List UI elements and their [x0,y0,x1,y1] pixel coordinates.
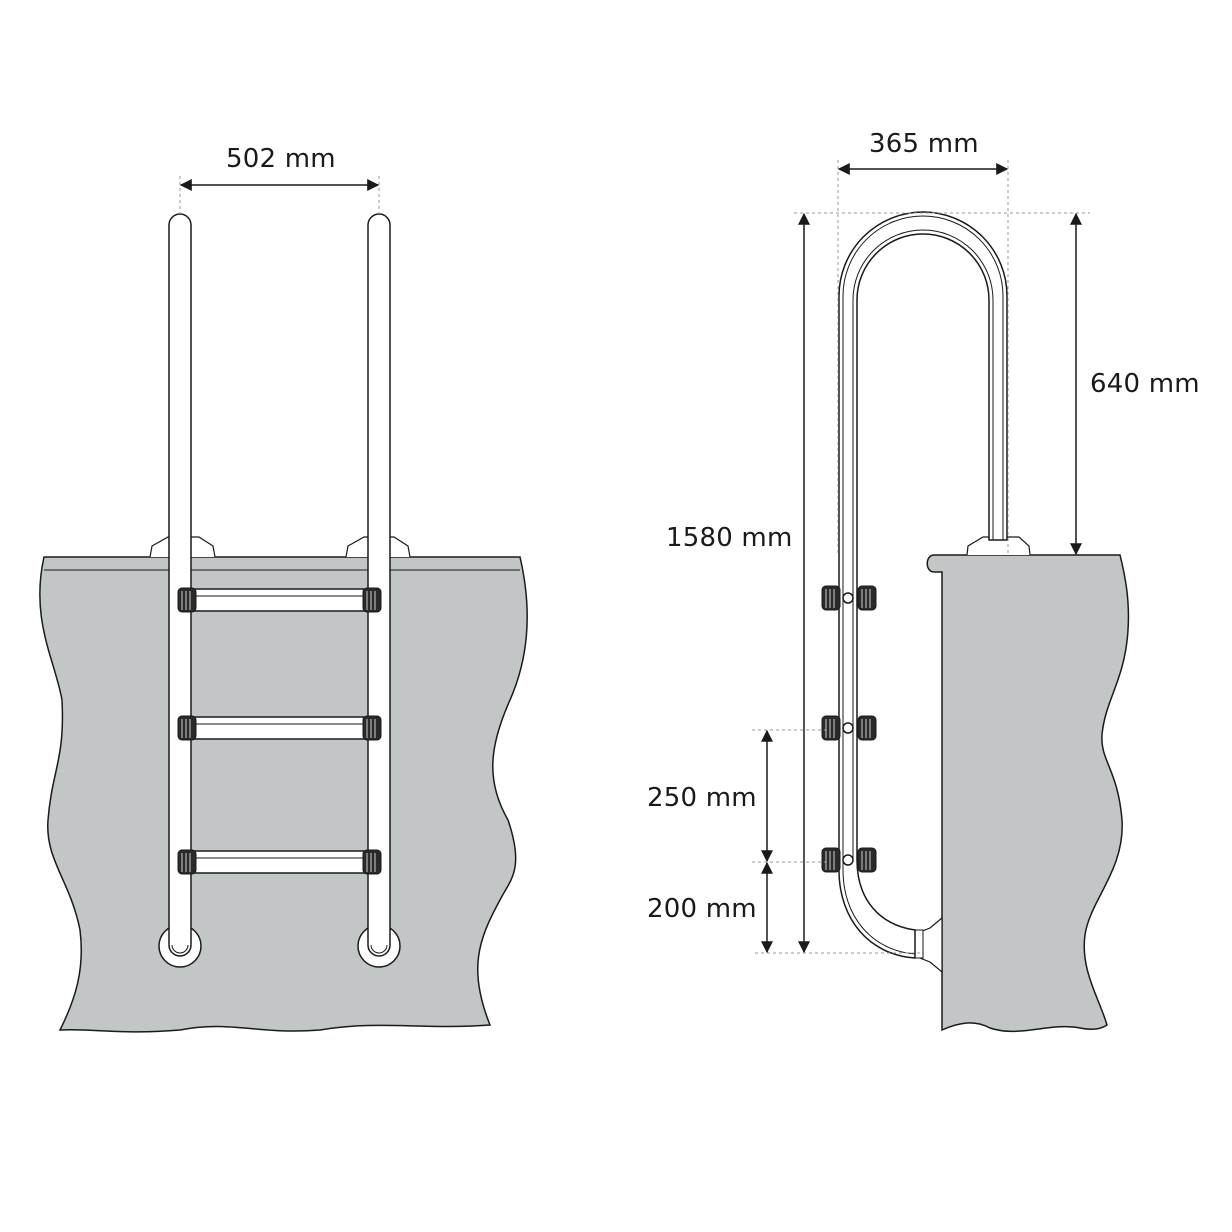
side-bottom-clearance-label: 200 mm [647,894,757,924]
front-right-rail [367,213,391,957]
side-pool-wall [926,554,1130,1033]
side-total-height-label: 1580 mm [666,523,793,553]
front-step-2 [177,715,382,741]
side-step-3 [821,847,877,873]
front-left-rail [168,213,192,957]
side-step-2 [821,715,877,741]
front-view [39,176,528,1033]
side-handrail [838,211,1008,959]
front-width-label: 502 mm [226,144,336,174]
front-step-3 [177,849,382,875]
side-step-spacing-label: 250 mm [647,783,757,813]
side-depth-label: 365 mm [869,129,979,159]
front-pool-wall [39,556,528,1033]
side-handrail-height-label: 640 mm [1090,369,1200,399]
side-view [752,160,1130,1033]
front-step-1 [177,587,382,613]
side-step-1 [821,585,877,611]
